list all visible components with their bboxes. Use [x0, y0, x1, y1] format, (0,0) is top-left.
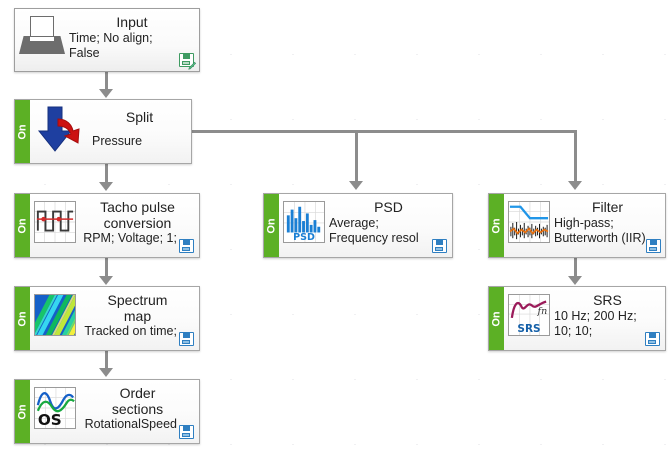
node-tacho-title: Tacho pulse conversion	[100, 199, 175, 231]
node-tacho-on-tab[interactable]: On	[15, 194, 30, 257]
node-split[interactable]: On Split Pressure	[14, 99, 192, 164]
node-ordersections-body: OS Order sections RotationalSpeed	[30, 380, 199, 443]
pencil-icon	[188, 61, 197, 70]
connector-spectrummap-ordersections	[105, 350, 108, 372]
node-split-subtitle: Pressure	[92, 134, 143, 148]
node-ordersections-text: Order sections RotationalSpeed	[80, 385, 195, 440]
node-tacho-body: Tacho pulse conversion RPM; Voltage; 1;	[30, 194, 199, 257]
connector-bus-psd	[355, 130, 358, 184]
node-spectrummap-title: Spectrum map	[107, 292, 168, 324]
svg-text:fn: fn	[537, 306, 548, 317]
node-tacho-pulse-conversion[interactable]: On	[14, 193, 200, 258]
node-psd-body: PSD PSD Average; Frequency resol	[279, 194, 452, 257]
node-psd-on-label: On	[265, 217, 277, 234]
node-psd-subtitle: Average; Frequency resol	[329, 216, 419, 245]
node-srs-body: fn SRS SRS 10 Hz; 200 Hz; 10; 10;	[504, 287, 665, 350]
psd-bars-icon: PSD	[283, 201, 325, 243]
node-tacho-text: Tacho pulse conversion RPM; Voltage; 1;	[80, 199, 195, 254]
node-srs-on-tab[interactable]: On	[489, 287, 504, 350]
printer-icon	[19, 16, 65, 54]
node-ordersections-on-tab[interactable]: On	[15, 380, 30, 443]
node-srs[interactable]: On fn SRS SRS	[488, 286, 666, 351]
node-filter-on-tab[interactable]: On	[489, 194, 504, 257]
save-icon[interactable]	[646, 239, 661, 253]
svg-text:OS: OS	[38, 411, 62, 428]
node-tacho-subtitle: RPM; Voltage; 1;	[83, 231, 177, 245]
arrow-input-split	[99, 89, 113, 98]
node-input-body: Input Time; No align; False	[15, 9, 199, 71]
order-sections-icon: OS	[34, 387, 76, 429]
node-spectrummap-body: Spectrum map Tracked on time;	[30, 287, 199, 350]
node-filter-title: Filter	[591, 199, 624, 215]
node-psd-on-tab[interactable]: On	[264, 194, 279, 257]
node-psd-title: PSD	[374, 199, 403, 215]
node-split-on-label: On	[16, 123, 28, 140]
node-input-subtitle: Time; No align; False	[69, 31, 153, 60]
node-ordersections-title: Order sections	[111, 385, 164, 417]
arrow-split-tacho	[99, 182, 113, 191]
save-edit-icon[interactable]	[179, 53, 197, 70]
node-spectrummap-on-tab[interactable]: On	[15, 287, 30, 350]
node-filter-subtitle: High-pass; Butterworth (IIR)	[554, 216, 646, 245]
save-icon[interactable]	[179, 332, 194, 346]
node-input[interactable]: Input Time; No align; False	[14, 8, 200, 72]
node-filter-body: Filter High-pass; Butterworth (IIR)	[504, 194, 665, 257]
node-ordersections-on-label: On	[16, 403, 28, 420]
save-icon[interactable]	[179, 239, 194, 253]
connector-bus-filter	[574, 130, 577, 184]
node-spectrummap-on-label: On	[16, 310, 28, 327]
arrow-filter-srs	[568, 276, 582, 285]
node-spectrummap-subtitle: Tracked on time;	[84, 324, 177, 338]
node-filter-text: Filter High-pass; Butterworth (IIR)	[554, 199, 661, 254]
split-arrows-icon	[34, 105, 88, 162]
svg-text:PSD: PSD	[293, 232, 315, 242]
arrow-tacho-spectrummap	[99, 276, 113, 285]
node-psd[interactable]: On	[263, 193, 453, 258]
node-spectrummap-text: Spectrum map Tracked on time;	[80, 292, 195, 347]
connector-split-bus	[192, 130, 577, 133]
arrow-split-filter	[568, 181, 582, 190]
node-srs-title: SRS	[593, 292, 622, 308]
save-icon[interactable]	[179, 425, 194, 439]
node-psd-text: PSD Average; Frequency resol	[329, 199, 448, 254]
connector-filter-srs	[574, 258, 577, 280]
connector-tacho-spectrummap	[105, 258, 108, 280]
connector-split-tacho	[105, 164, 108, 186]
arrow-spectrummap-ordersections	[99, 368, 113, 377]
svg-text:SRS: SRS	[517, 323, 540, 335]
node-tacho-on-label: On	[16, 217, 28, 234]
spectrum-map-icon	[34, 294, 76, 336]
node-srs-on-label: On	[490, 310, 502, 327]
node-split-on-tab[interactable]: On	[15, 100, 30, 163]
srs-curve-icon: fn SRS	[508, 294, 550, 336]
filter-response-icon	[508, 201, 550, 243]
node-split-body: Split Pressure	[30, 100, 191, 163]
save-icon[interactable]	[645, 332, 660, 346]
node-input-text: Input Time; No align; False	[69, 14, 197, 70]
node-filter[interactable]: On	[488, 193, 666, 258]
node-ordersections-subtitle: RotationalSpeed	[84, 417, 177, 431]
connector-input-split	[105, 72, 108, 94]
node-order-sections[interactable]: On OS	[14, 379, 200, 444]
node-filter-on-label: On	[490, 217, 502, 234]
node-spectrum-map[interactable]: On	[14, 286, 200, 351]
node-split-title: Split	[125, 109, 154, 125]
node-split-text: Split Pressure	[92, 105, 187, 160]
node-srs-subtitle: 10 Hz; 200 Hz; 10; 10;	[554, 309, 637, 338]
node-srs-text: SRS 10 Hz; 200 Hz; 10; 10;	[554, 292, 661, 347]
tacho-pulse-icon	[34, 201, 76, 243]
node-input-title: Input	[116, 14, 148, 30]
arrow-split-psd	[349, 181, 363, 190]
save-icon[interactable]	[432, 239, 447, 253]
